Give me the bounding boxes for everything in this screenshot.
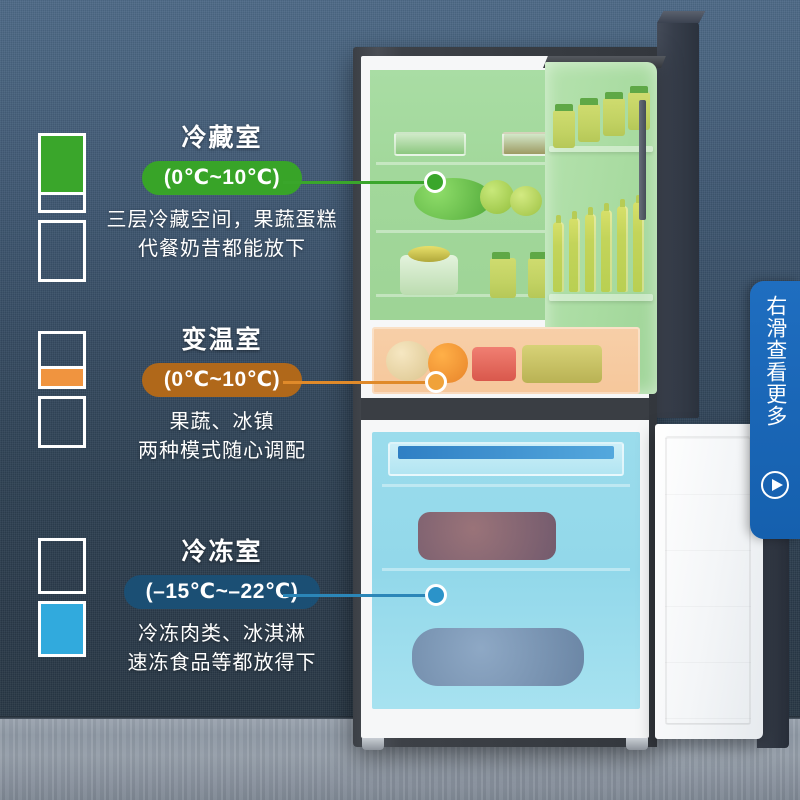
section-title: 冷冻室 (181, 538, 263, 566)
section-title: 变温室 (181, 326, 263, 354)
swipe-banner-label: 右滑查看更多 (763, 295, 787, 427)
legend-icon-variable-temp (38, 331, 86, 448)
section-title: 冷藏室 (181, 124, 263, 152)
cabinet-foot-right (626, 738, 648, 750)
connector-line-freezer (283, 594, 438, 597)
temperature-range-badge: (0℃~10℃) (141, 161, 303, 195)
section-fresh-food: 冷藏室 (0℃~10℃) 三层冷藏空间，果蔬蛋糕 代餐奶昔都能放下 (92, 126, 352, 264)
legend-icon-freezer (38, 538, 86, 657)
section-description: 冷冻肉类、冰淇淋 速冻食品等都放得下 (127, 623, 317, 674)
hotspot-dot-variable-temp (425, 371, 447, 393)
section-description: 果蔬、冰镇 两种模式随心调配 (138, 411, 306, 462)
section-variable-temp: 变温室 (0℃~10℃) 果蔬、冰镇 两种模式随心调配 (92, 328, 352, 466)
section-freezer: 冷冻室 (–15℃~–22℃) 冷冻肉类、冰淇淋 速冻食品等都放得下 (92, 540, 352, 678)
hotspot-dot-freezer (425, 584, 447, 606)
compartment-divider (361, 398, 649, 420)
connector-line-variable-temp (283, 381, 438, 384)
upper-door-handle (639, 100, 646, 220)
section-description: 三层冷藏空间，果蔬蛋糕 代餐奶昔都能放下 (106, 209, 338, 260)
upper-door-outer-panel (657, 20, 699, 418)
hotspot-dot-fresh-food (424, 171, 446, 193)
legend-icon-fresh-food (38, 133, 86, 282)
swipe-more-banner[interactable]: 右滑查看更多 (750, 281, 800, 539)
temperature-range-badge: (–15℃~–22℃) (123, 575, 321, 609)
cabinet-foot-left (362, 738, 384, 750)
play-arrow-icon[interactable] (761, 471, 789, 499)
temperature-range-badge: (0℃~10℃) (141, 363, 303, 397)
freezer-compartment (372, 432, 640, 709)
variable-temp-drawer (372, 327, 640, 394)
connector-line-fresh-food (283, 181, 435, 184)
lower-door-inner-liner (655, 424, 763, 739)
